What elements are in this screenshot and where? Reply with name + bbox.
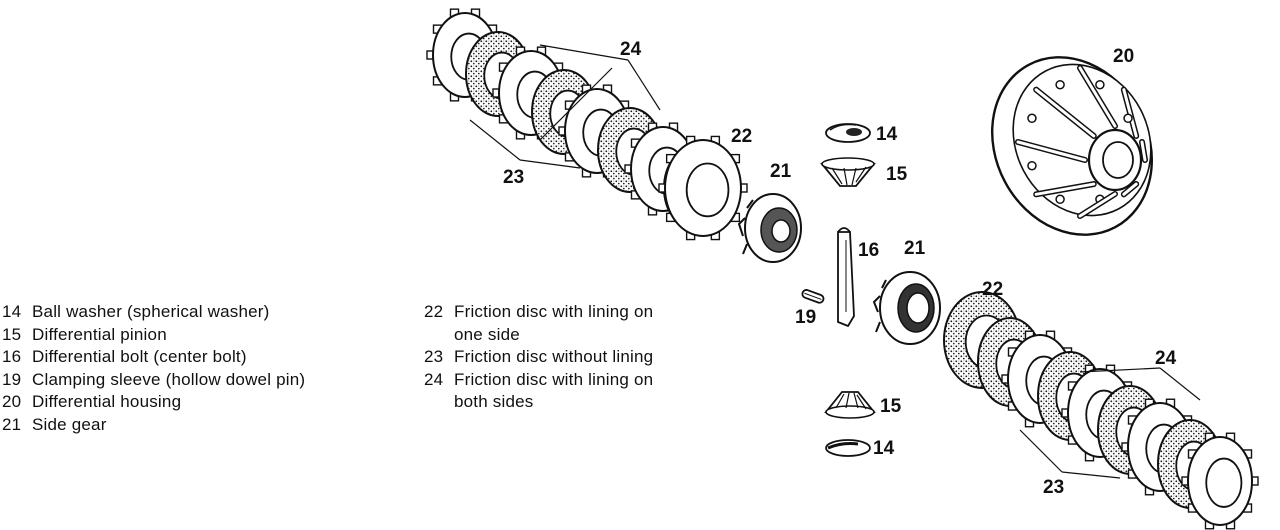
legend-text: Friction disc with lining on	[454, 302, 654, 321]
legend-text: Ball washer (spherical washer)	[32, 302, 270, 321]
center-bolt-icon	[837, 227, 855, 328]
upper-disc-pack	[426, 8, 748, 241]
legend-number: 22	[424, 302, 444, 321]
legend-number: 16	[2, 347, 22, 366]
legend-number: 21	[2, 414, 22, 434]
legend-item-22: 22 Friction disc with lining on	[424, 301, 653, 324]
side-gear-icon	[872, 271, 941, 345]
friction-disc-icon	[1181, 432, 1259, 530]
legend-text: Differential pinion	[32, 324, 167, 344]
legend-text: Clamping sleeve (hollow dowel pin)	[32, 369, 306, 389]
callout-20-housing: 20	[1113, 46, 1134, 67]
legend-item-23: 23 Friction disc without lining	[424, 346, 653, 369]
legend-number: 14	[2, 302, 22, 321]
legend-item-16: 16 Differential bolt (center bolt)	[2, 346, 305, 369]
callout-15-upper: 15	[886, 164, 908, 185]
legend-number: 24	[424, 369, 444, 389]
legend-text: Friction disc without lining	[454, 347, 654, 366]
callout-19-sleeve: 19	[795, 307, 816, 328]
legend-number: 19	[2, 369, 22, 389]
side-gear-icon	[737, 193, 802, 263]
legend-text: Friction disc with lining on	[454, 369, 654, 389]
legend-item-24: 24 Friction disc with lining on	[424, 369, 653, 392]
lower-pack-bracket-lines	[1019, 367, 1201, 479]
legend-number: 15	[2, 324, 22, 344]
legend-text: Differential housing	[32, 392, 182, 411]
pinion-icon	[820, 157, 876, 187]
callout-24-lower: 24	[1155, 348, 1177, 369]
legend-item-21: 21 Side gear	[2, 414, 305, 437]
pinion-icon	[824, 391, 876, 419]
legend-text: Side gear	[32, 414, 107, 434]
legend-item-19: 19 Clamping sleeve (hollow dowel pin)	[2, 369, 305, 392]
callout-14-upper: 14	[876, 124, 898, 145]
clamping-sleeve-icon	[801, 289, 825, 304]
legend-number: 20	[2, 392, 22, 411]
callout-23-upper: 23	[503, 167, 524, 188]
callout-22-lower: 22	[982, 279, 1003, 300]
upper-pack-bracket-lines	[469, 44, 661, 169]
callout-16-bolt: 16	[858, 240, 879, 261]
callout-21-lower: 21	[904, 238, 926, 259]
legend-number: 23	[424, 347, 444, 366]
callout-21-upper: 21	[770, 161, 792, 182]
legend-item-15: 15 Differential pinion	[2, 324, 305, 347]
differential-housing-icon	[990, 56, 1154, 236]
callout-labels: 24 23 22 21 20 14 15 16 21 19 22 24 23 1…	[503, 39, 1177, 498]
callout-22-upper: 22	[731, 126, 752, 147]
callout-24-upper: 24	[620, 39, 642, 60]
legend-text-continuation: both sides	[454, 392, 534, 411]
friction-disc-icon	[658, 135, 748, 241]
legend-text-continuation: one side	[454, 324, 520, 344]
callout-14-lower: 14	[873, 438, 895, 459]
legend-text: Differential bolt (center bolt)	[32, 347, 247, 366]
legend-item-14: 14 Ball washer (spherical washer)	[2, 301, 305, 324]
legend-item-20: 20 Differential housing	[2, 391, 305, 414]
ball-washer-icon	[825, 123, 871, 143]
callout-23-lower: 23	[1043, 477, 1064, 498]
callout-15-lower: 15	[880, 396, 902, 417]
lower-disc-pack	[943, 291, 1259, 530]
ball-washer-icon	[825, 439, 871, 457]
